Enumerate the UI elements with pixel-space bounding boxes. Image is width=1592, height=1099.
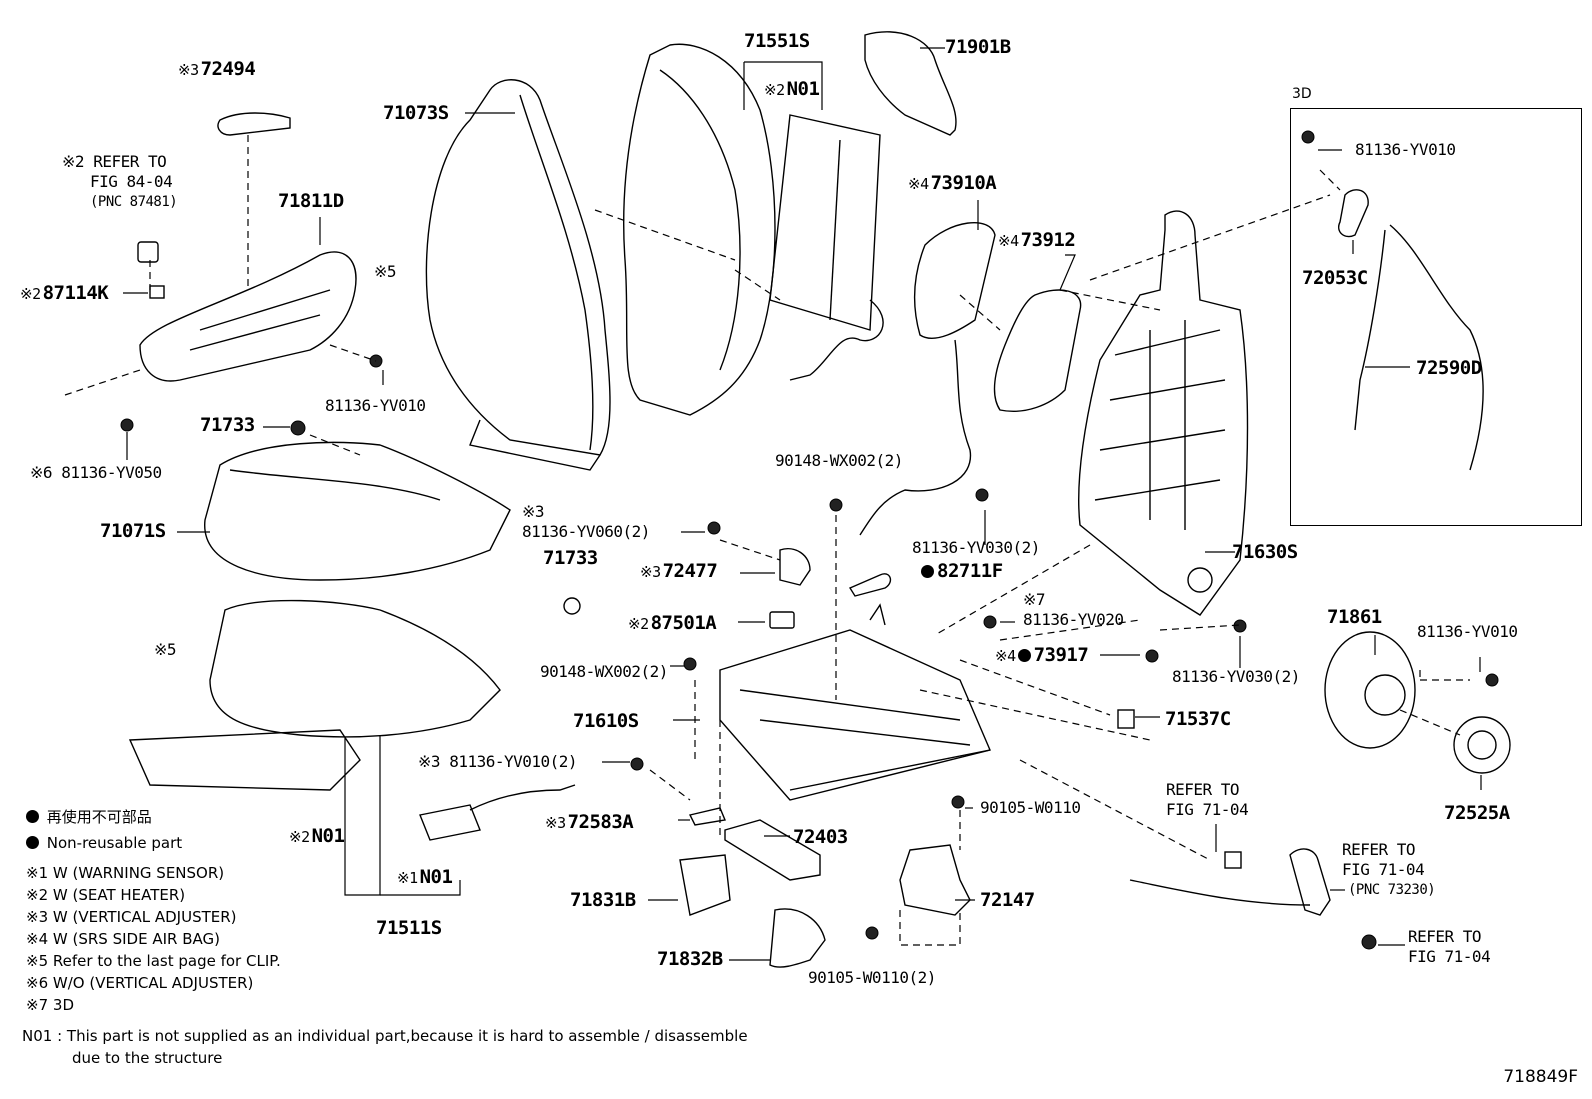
part-label-72053C[interactable]: 72053C bbox=[1302, 267, 1368, 289]
n01-footnote: N01 : This part is not supplied as an in… bbox=[22, 1027, 748, 1045]
part-label-71832B[interactable]: 71832B bbox=[657, 948, 723, 970]
part-label-71901B[interactable]: 71901B bbox=[945, 36, 1011, 58]
part-label-81136-YV010-2[interactable]: ※3 81136-YV010(2) bbox=[418, 752, 578, 771]
buckle-shape bbox=[1289, 848, 1331, 916]
cushion-cover-shape bbox=[204, 441, 511, 581]
side-cover-shape bbox=[139, 251, 357, 382]
part-label-81136-YV020[interactable]: ※7 81136-YV020 bbox=[1023, 590, 1124, 629]
knob-72525A-shape bbox=[1453, 716, 1511, 774]
bracket-72583A-shape bbox=[688, 807, 726, 826]
cover-71831B-shape bbox=[679, 854, 731, 916]
cushion-pad-shape bbox=[209, 599, 501, 738]
part-label-72403[interactable]: 72403 bbox=[793, 826, 848, 848]
part-label-71610S[interactable]: 71610S bbox=[573, 710, 639, 732]
part-label-71831B[interactable]: 71831B bbox=[570, 889, 636, 911]
cover-71861-shape bbox=[1324, 631, 1416, 749]
airbag-cover-shape bbox=[993, 289, 1082, 412]
bracket-72147-shape bbox=[899, 844, 971, 916]
part-label-71733-mid[interactable]: 71733 bbox=[543, 547, 598, 569]
part-label-81136-YV060[interactable]: ※3 81136-YV060(2) bbox=[522, 502, 650, 541]
seatback-frame-shape bbox=[1078, 210, 1249, 616]
legend-note-2: ※2 W (SEAT HEATER) bbox=[26, 886, 186, 904]
part-label-81136-YV010-side[interactable]: 81136-YV010 bbox=[325, 396, 426, 415]
part-label-71511S[interactable]: 71511S bbox=[376, 917, 442, 939]
cover-72053C-shape bbox=[1338, 189, 1369, 238]
part-label-90105-W0110[interactable]: 90105-W0110 bbox=[980, 798, 1081, 817]
part-label-90148-WX002-upper[interactable]: 90148-WX002(2) bbox=[775, 451, 903, 470]
legend-note-3: ※3 W (VERTICAL ADJUSTER) bbox=[26, 908, 237, 926]
part-label-81136-YV030-lower[interactable]: 81136-YV030(2) bbox=[1172, 667, 1300, 686]
part-label-81136-YV010-right[interactable]: 81136-YV010 bbox=[1417, 622, 1518, 641]
part-label-71073S[interactable]: 71073S bbox=[383, 102, 449, 124]
heater-bottom-shape bbox=[128, 729, 361, 791]
seatback-pad-shape bbox=[623, 43, 776, 416]
non-reusable-dot bbox=[1017, 649, 1031, 662]
legend-nonreusable-en: Non-reusable part bbox=[26, 834, 182, 852]
part-label-82711F[interactable]: 82711F bbox=[921, 560, 1003, 582]
legend-nonreusable-jp: 再使用不可部品 bbox=[26, 808, 152, 826]
legend-note-7: ※7 3D bbox=[26, 996, 74, 1014]
module-87501A-shape bbox=[769, 611, 795, 629]
part-label-72590D[interactable]: 72590D bbox=[1416, 357, 1482, 379]
seat-track-shape bbox=[719, 629, 991, 801]
rail-72403-shape bbox=[724, 819, 821, 881]
3d-box-label: 3D bbox=[1292, 86, 1312, 102]
legend-note-4: ※4 W (SRS SIDE AIR BAG) bbox=[26, 930, 220, 948]
legend-note-6: ※6 W/O (VERTICAL ADJUSTER) bbox=[26, 974, 254, 992]
part-label-72525A[interactable]: 72525A bbox=[1444, 802, 1510, 824]
legend-note-5: ※5 Refer to the last page for CLIP. bbox=[26, 952, 281, 970]
3d-detail-box bbox=[1290, 108, 1582, 526]
part-label-71537C[interactable]: 71537C bbox=[1165, 708, 1231, 730]
cover-72494-shape bbox=[217, 112, 291, 136]
refer-fig-71-04-a[interactable]: REFER TO FIG 71-04 bbox=[1166, 780, 1249, 819]
part-label-90148-WX002-lower[interactable]: 90148-WX002(2) bbox=[540, 662, 668, 681]
part-label-71551S[interactable]: 71551S bbox=[744, 30, 810, 52]
refer-fig-71-04-b[interactable]: REFER TO FIG 71-04 (PNC 73230) bbox=[1342, 840, 1436, 898]
part-label-71811D[interactable]: 71811D bbox=[278, 190, 344, 212]
part-label-71071S[interactable]: 71071S bbox=[100, 520, 166, 542]
clip-note-5-bottom: ※5 bbox=[154, 640, 177, 659]
clip-note-5-top: ※5 bbox=[374, 262, 397, 281]
n01-footnote-line2: due to the structure bbox=[72, 1049, 223, 1067]
part-label-81136-YV050[interactable]: ※6 81136-YV050 bbox=[30, 463, 162, 482]
refer-fig-71-04-c[interactable]: REFER TO FIG 71-04 bbox=[1408, 927, 1491, 966]
part-label-71733-top[interactable]: 71733 bbox=[200, 414, 255, 436]
part-label-81136-YV010-box[interactable]: 81136-YV010 bbox=[1355, 140, 1456, 159]
non-reusable-dot bbox=[26, 810, 39, 823]
non-reusable-dot bbox=[921, 565, 934, 578]
cover-71832B-shape bbox=[769, 908, 826, 968]
legend-note-1: ※1 W (WARNING SENSOR) bbox=[26, 864, 225, 882]
part-label-71861[interactable]: 71861 bbox=[1327, 606, 1382, 628]
part-label-72147[interactable]: 72147 bbox=[980, 889, 1035, 911]
seatback-cover-shape bbox=[425, 79, 611, 456]
part-label-81136-YV030-upper[interactable]: 81136-YV030(2) bbox=[912, 538, 1040, 557]
non-reusable-dot bbox=[26, 836, 39, 849]
figure-code: 718849F bbox=[1503, 1067, 1578, 1087]
headrest-panel-shape bbox=[864, 31, 957, 136]
cable-72590D-shape bbox=[1389, 224, 1484, 471]
heater-top-shape bbox=[769, 114, 881, 331]
part-label-71630S[interactable]: 71630S bbox=[1232, 541, 1298, 563]
adjuster-72477-shape bbox=[779, 548, 811, 586]
airbag-shape bbox=[913, 221, 996, 339]
part-label-90105-W0110-2[interactable]: 90105-W0110(2) bbox=[808, 968, 936, 987]
refer-fig-84-04[interactable]: ※2 REFER TO FIG 84-04 (PNC 87481) bbox=[62, 152, 178, 210]
